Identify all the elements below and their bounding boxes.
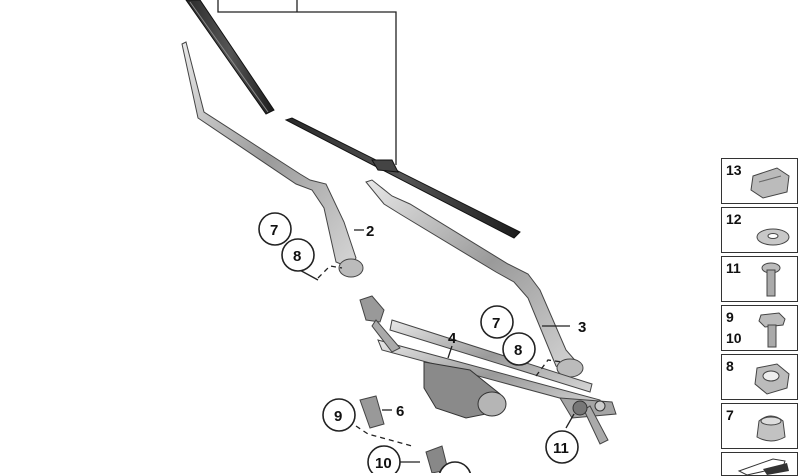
svg-text:3: 3 — [578, 319, 586, 336]
callout-9-circle: 9 — [322, 398, 356, 432]
callout-6: 6 — [396, 403, 404, 420]
svg-text:4: 4 — [448, 330, 457, 347]
svg-text:7: 7 — [492, 315, 500, 332]
wiper-linkage — [359, 295, 617, 445]
callout-12-circle-partial: 12 — [438, 461, 472, 473]
legend-item-9-10: 9 10 — [721, 305, 798, 351]
washer-icon — [756, 228, 790, 246]
callout-4: 4 — [448, 330, 457, 347]
hex-nut-icon — [754, 363, 790, 395]
hex-bolt-icon — [758, 312, 786, 348]
wiper-blade-right — [284, 117, 521, 239]
svg-text:11: 11 — [553, 440, 569, 457]
callout-11-circle: 11 — [545, 430, 579, 464]
legend-item-12: 12 — [721, 207, 798, 253]
legend-item-13: 13 — [721, 158, 798, 204]
top-bracket — [217, 0, 397, 165]
legend-item-arrow — [721, 452, 798, 476]
callout-3: 3 — [578, 319, 586, 336]
wiper-blade-left — [185, 0, 275, 115]
callout-7-circle-second: 7 — [480, 305, 514, 339]
parts-legend: 13 12 11 9 10 8 7 — [721, 158, 800, 476]
callout-8-circle-second: 8 — [502, 332, 536, 366]
callout-2: 2 — [366, 223, 374, 240]
callout-10-circle: 10 — [367, 445, 401, 473]
clip-nut-icon — [750, 167, 790, 199]
screw-icon — [761, 262, 781, 297]
svg-text:8: 8 — [293, 248, 301, 265]
callout-8-circle: 8 — [281, 238, 315, 272]
leader-lines — [295, 229, 575, 463]
svg-text:12: 12 — [446, 471, 463, 473]
svg-text:2: 2 — [366, 223, 374, 240]
svg-text:8: 8 — [514, 342, 522, 359]
cap-icon — [756, 415, 786, 442]
legend-item-8: 8 — [721, 354, 798, 400]
legend-item-11: 11 — [721, 256, 798, 302]
legend-item-7: 7 — [721, 403, 798, 449]
svg-text:10: 10 — [375, 455, 392, 472]
svg-text:6: 6 — [396, 403, 404, 420]
callout-7-circle: 7 — [258, 212, 292, 246]
arrow-icon — [737, 458, 789, 475]
wiper-arm-left — [181, 41, 364, 278]
svg-text:9: 9 — [334, 408, 342, 425]
bracket-part — [359, 395, 449, 473]
svg-text:7: 7 — [270, 222, 278, 239]
